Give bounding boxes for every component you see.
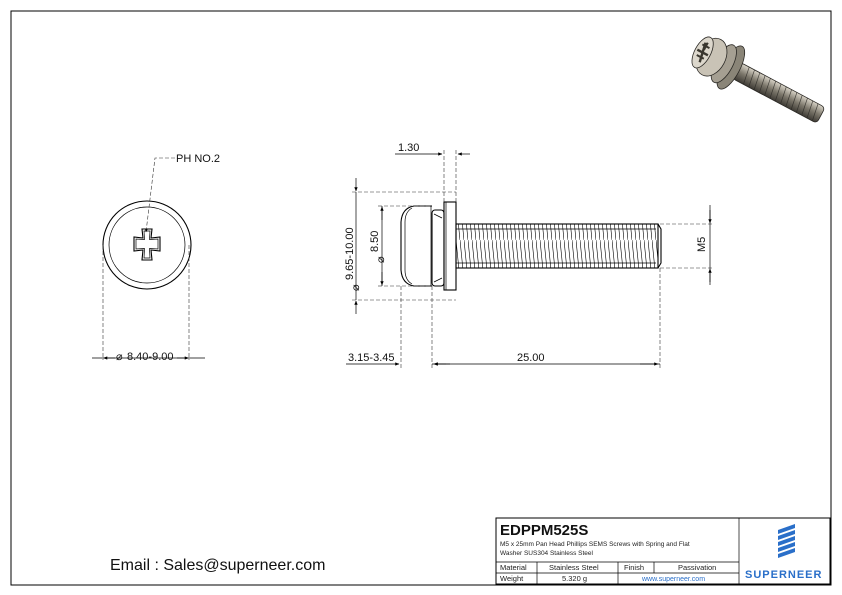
head-outer-circle (102, 200, 192, 290)
washer-diameter-value: 9.65-10.00 (344, 227, 356, 280)
phillips-recess-icon (133, 228, 161, 261)
head-height-value: 3.15-3.45 (348, 352, 394, 364)
threaded-shank (455, 223, 659, 269)
material-value: Stainless Steel (549, 563, 599, 572)
side-view: 1.30 ⌀ 9.65-10.00 ⌀ 8.50 M5 3.15-3.45 (344, 142, 714, 368)
description-line-1: M5 x 25mm Pan Head Phillips SEMS Screws … (500, 541, 690, 548)
screw-3d-render (691, 36, 825, 123)
brand-name: SUPERNEER (745, 569, 822, 581)
length-value: 25.00 (517, 352, 545, 364)
part-number: EDPPM525S (500, 522, 588, 539)
recess-callout-label: PH NO.2 (176, 153, 220, 165)
title-block: EDPPM525S M5 x 25mm Pan Head Phillips SE… (495, 517, 831, 585)
washer-thickness-value: 1.30 (398, 142, 419, 154)
sheet-border (10, 10, 832, 586)
recess-callout-leader (144, 157, 175, 233)
superneer-logo-icon (778, 524, 795, 558)
pan-head-outline (400, 205, 432, 287)
description-line-2: Washer SUS304 Stainless Steel (500, 550, 594, 557)
head-inner-circle (108, 206, 186, 284)
weight-value: 5.320 g (562, 574, 587, 583)
website-link[interactable]: www.superneer.com (641, 576, 705, 583)
head-diameter-value: 8.40-9.00 (127, 351, 173, 363)
thread-size-value: M5 (696, 237, 708, 252)
spring-washer (431, 209, 445, 287)
diameter-symbol-washer: ⌀ (350, 284, 362, 291)
finish-label: Finish (624, 563, 644, 572)
contact-email[interactable]: Email : Sales@superneer.com (110, 557, 325, 574)
diameter-symbol-end: ⌀ (116, 351, 123, 363)
material-label: Material (500, 563, 527, 572)
diameter-symbol-head-side: ⌀ (375, 256, 387, 263)
finish-value: Passivation (678, 563, 716, 572)
end-view: PH NO.2 ⌀ 8.40-9.00 (92, 153, 220, 363)
weight-label: Weight (500, 574, 524, 583)
head-diameter-side-value: 8.50 (369, 231, 381, 252)
